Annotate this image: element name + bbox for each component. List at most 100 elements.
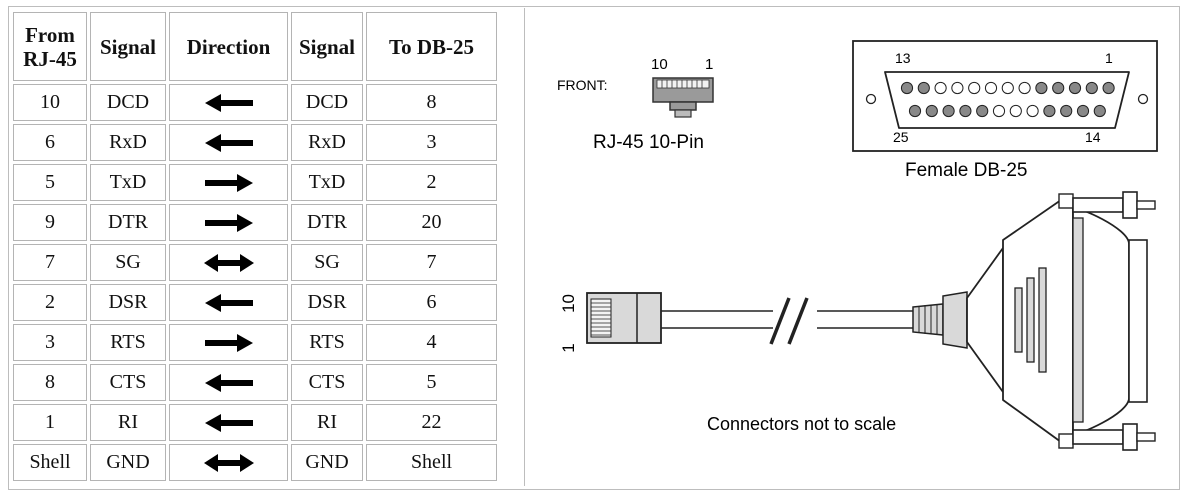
db25-pin — [1060, 104, 1073, 118]
cell-signal-right: DTR — [291, 204, 363, 241]
header-from-rj45: From RJ-45 — [13, 12, 87, 81]
cell-from-pin: 5 — [13, 164, 87, 201]
arrow-left-icon — [170, 131, 287, 155]
cell-from-pin: 1 — [13, 404, 87, 441]
plug-pin-low-label: 1 — [559, 343, 578, 352]
cell-signal-left: RTS — [90, 324, 166, 361]
cell-signal-left: DTR — [90, 204, 166, 241]
rj45-pin-high-label: 10 — [651, 56, 668, 73]
db25-pin — [900, 81, 914, 95]
front-label: FRONT: — [557, 77, 608, 93]
db25-pin — [1001, 81, 1014, 95]
cell-to-pin: Shell — [366, 444, 497, 481]
cell-direction — [169, 84, 288, 121]
cell-signal-left: GND — [90, 444, 166, 481]
header-from-line1: From — [25, 22, 75, 47]
db25-pin — [1085, 81, 1098, 95]
cell-to-pin: 20 — [366, 204, 497, 241]
cell-from-pin: 6 — [13, 124, 87, 161]
cell-to-pin: 8 — [366, 84, 497, 121]
db25-pin — [951, 81, 964, 95]
db25-pin — [1043, 104, 1056, 118]
cell-to-pin: 6 — [366, 284, 497, 321]
cell-signal-right: RxD — [291, 124, 363, 161]
cell-signal-right: TxD — [291, 164, 363, 201]
arrow-left-icon — [170, 91, 287, 115]
db25-pin — [1009, 104, 1022, 118]
cell-from-pin: Shell — [13, 444, 87, 481]
db25-pin — [1052, 81, 1065, 95]
db25-pin-14-label: 14 — [1085, 129, 1101, 145]
cell-signal-left: DCD — [90, 84, 166, 121]
scale-note: Connectors not to scale — [707, 414, 896, 434]
figure-frame — [8, 6, 1180, 490]
rj45-front-icon — [652, 77, 714, 118]
arrow-right-icon — [170, 171, 287, 195]
cell-signal-left: RxD — [90, 124, 166, 161]
db25-pin-13-label: 13 — [895, 50, 911, 66]
arrow-right-icon — [170, 331, 287, 355]
db25-pin — [959, 104, 972, 118]
cell-signal-left: SG — [90, 244, 166, 281]
db25-pin — [1018, 81, 1031, 95]
cell-signal-left: DSR — [90, 284, 166, 321]
header-signal-right: Signal — [291, 12, 363, 81]
cell-to-pin: 7 — [366, 244, 497, 281]
cell-to-pin: 2 — [366, 164, 497, 201]
db25-pin — [1093, 104, 1106, 118]
pinout-table: From RJ-45 Signal Direction Signal To DB… — [10, 9, 500, 484]
cell-from-pin: 3 — [13, 324, 87, 361]
header-direction: Direction — [169, 12, 288, 81]
arrow-right-icon — [170, 211, 287, 235]
cell-signal-right: CTS — [291, 364, 363, 401]
cell-direction — [169, 284, 288, 321]
cell-signal-right: DCD — [291, 84, 363, 121]
db25-pin-25-label: 25 — [893, 129, 909, 145]
header-signal-left: Signal — [90, 12, 166, 81]
plug-pin-high-label: 10 — [559, 294, 578, 313]
db25-pin — [968, 81, 981, 95]
cell-signal-right: GND — [291, 444, 363, 481]
connector-diagram-panel: FRONT: 10 1 RJ-45 10-Pin 13 1 — [524, 8, 1177, 486]
cell-to-pin: 5 — [366, 364, 497, 401]
cell-direction — [169, 364, 288, 401]
arrow-left-icon — [170, 411, 287, 435]
cell-to-pin: 4 — [366, 324, 497, 361]
db25-pin — [992, 104, 1006, 118]
cell-direction — [169, 204, 288, 241]
cable-assembly-icon — [586, 191, 1156, 451]
arrow-both-icon — [170, 451, 287, 475]
cell-signal-right: RTS — [291, 324, 363, 361]
cell-signal-left: CTS — [90, 364, 166, 401]
db25-caption: Female DB-25 — [905, 160, 1028, 181]
cell-direction — [169, 124, 288, 161]
db25-pin — [1035, 81, 1048, 95]
db25-pin — [925, 104, 938, 118]
db25-pin-1-label: 1 — [1105, 50, 1113, 66]
arrow-left-icon — [170, 371, 287, 395]
table-header-row: From RJ-45 Signal Direction Signal To DB… — [13, 12, 497, 81]
cell-signal-right: RI — [291, 404, 363, 441]
db25-pin — [984, 81, 998, 95]
header-to-db25: To DB-25 — [366, 12, 497, 81]
db25-face-icon — [865, 71, 1149, 129]
cell-to-pin: 3 — [366, 124, 497, 161]
rj45-pin-low-label: 1 — [705, 56, 713, 73]
cell-from-pin: 8 — [13, 364, 87, 401]
header-from-line2: RJ-45 — [23, 46, 77, 71]
db25-pin — [1076, 104, 1090, 118]
cell-direction — [169, 444, 288, 481]
arrow-left-icon — [170, 291, 287, 315]
cell-signal-right: SG — [291, 244, 363, 281]
connector-diagram: FRONT: 10 1 RJ-45 10-Pin 13 1 — [557, 40, 1158, 451]
cell-signal-left: RI — [90, 404, 166, 441]
